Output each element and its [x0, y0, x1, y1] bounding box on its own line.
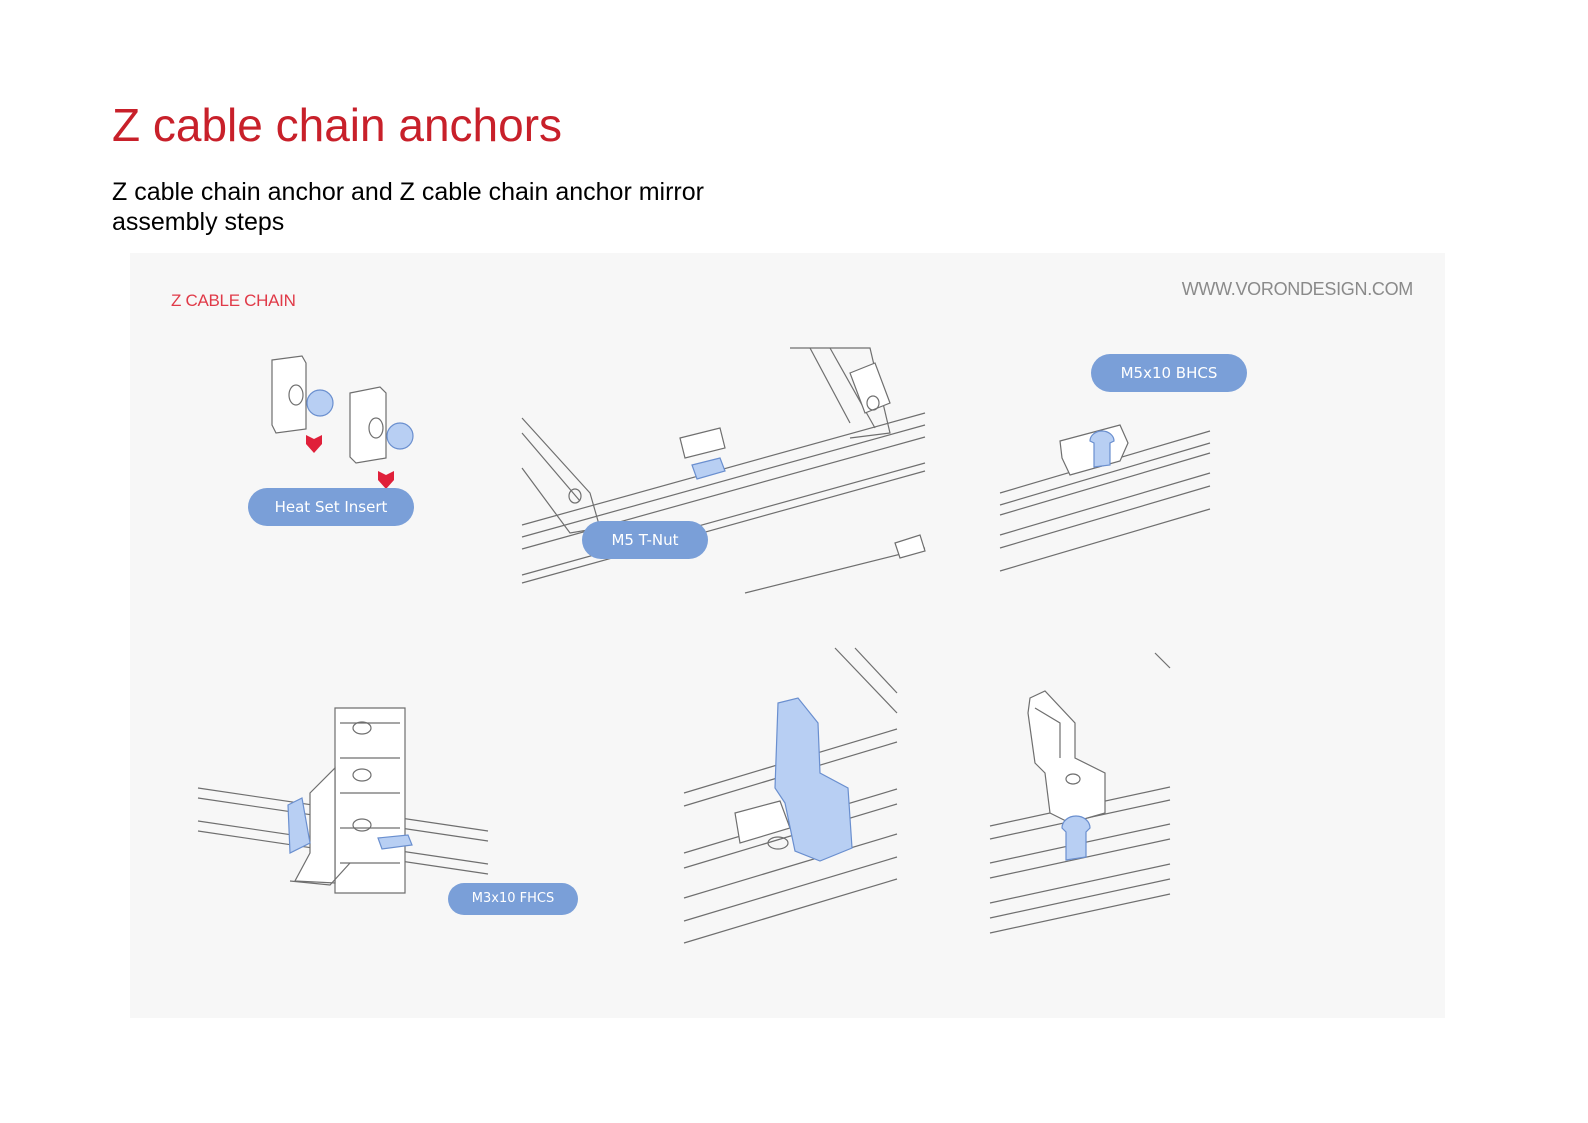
bhcs-callout: M5x10 BHCS [1091, 354, 1247, 392]
hot-warning-icon [378, 471, 394, 489]
anchor-highlight-icon [774, 697, 853, 862]
hot-warning-icon [306, 435, 322, 453]
t-nut-highlight-icon [287, 797, 311, 854]
section-label: Z CABLE CHAIN [171, 291, 296, 310]
heat-set-insert-callout: Heat Set Insert [248, 488, 414, 526]
bhcs-bolt-icon [1089, 430, 1115, 468]
mirror-bolt-icon [1061, 815, 1091, 861]
t-nut-callout: M5 T-Nut [582, 521, 708, 559]
t-nut-part-icon [691, 457, 726, 480]
heat-set-insert-1-icon [306, 389, 334, 417]
page-subtitle: Z cable chain anchor and Z cable chain a… [112, 178, 704, 236]
page-title: Z cable chain anchors [112, 99, 563, 151]
assembly-figure: Z CABLE CHAIN WWW.VORONDESIGN.COM Heat S… [130, 253, 1445, 1018]
website-label: WWW.VORONDESIGN.COM [1181, 279, 1414, 299]
heat-set-insert-parts [271, 355, 387, 464]
cable-chain-view [197, 707, 489, 894]
anchor-mirror-view [989, 652, 1171, 934]
fhcs-callout: M3x10 FHCS [448, 883, 578, 915]
heat-set-insert-2-icon [386, 422, 414, 450]
assembly-illustration [197, 347, 1211, 944]
fhcs-screw-icon [377, 834, 413, 850]
anchor-extrusion-view [683, 647, 898, 944]
